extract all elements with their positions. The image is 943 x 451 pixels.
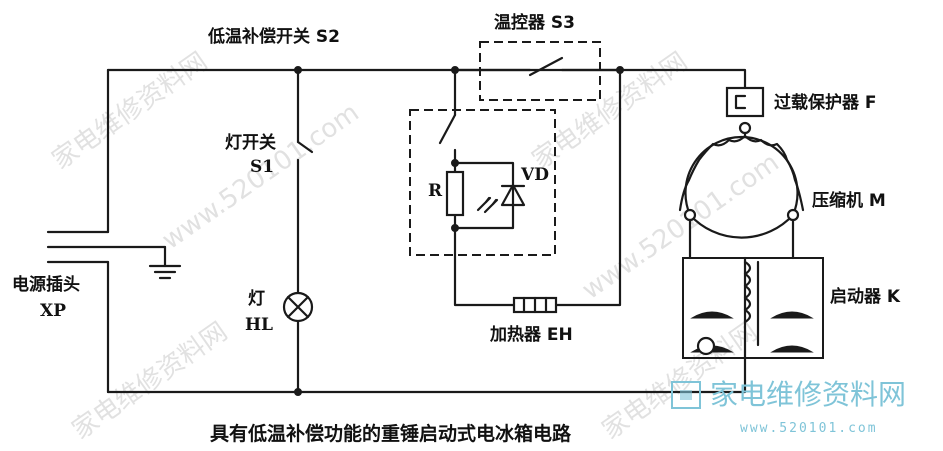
label-s3: 温控器 S3: [494, 12, 575, 33]
s2-enclosure: [409, 109, 556, 256]
vd-loop-wire: [453, 161, 515, 230]
compressor-motor-icon: [678, 134, 805, 239]
junction-dot: [294, 388, 302, 396]
photodiode-icon: [476, 183, 526, 214]
junction-dots: [294, 66, 624, 396]
logo-mark-icon: [671, 381, 701, 409]
label-m: 压缩机 M: [812, 190, 886, 211]
junction-dot: [616, 66, 624, 74]
starter-icon: [682, 257, 824, 359]
label-lamp: 灯: [248, 289, 265, 309]
label-plug-id: XP: [40, 301, 66, 321]
resistor-icon: [445, 170, 465, 217]
label-r: R: [428, 181, 443, 201]
overload-protector-icon: [725, 86, 765, 135]
lamp-icon: [282, 291, 314, 323]
label-lamp-id: HL: [245, 315, 273, 335]
watermark-url: www.520101.com: [577, 148, 785, 306]
s2-switch-blade: [438, 113, 457, 145]
label-vd: VD: [520, 165, 549, 185]
site-logo: 家电维修资料网 www.520101.com: [671, 378, 906, 436]
watermark-text: 家电维修资料网: [527, 47, 693, 176]
junction-dot: [451, 224, 459, 232]
logo-title: 家电维修资料网: [710, 378, 906, 411]
labels: 低温补偿开关 S2 温控器 S3 过载保护器 F 灯开关 S1 R VD 压缩机…: [12, 12, 901, 345]
junction-dot: [294, 66, 302, 74]
logo-url: www.520101.com: [740, 421, 878, 436]
label-k: 启动器 K: [830, 286, 901, 307]
junction-dot: [451, 66, 459, 74]
diagram-caption: 具有低温补偿功能的重锤启动式电冰箱电路: [210, 422, 572, 445]
label-lamp-switch: 灯开关: [225, 132, 276, 153]
label-eh: 加热器 EH: [489, 324, 573, 345]
s3-enclosure: [479, 41, 601, 101]
watermark-text: 家电维修资料网: [67, 317, 233, 446]
heater-icon: [512, 296, 558, 314]
label-s2: 低温补偿开关 S2: [207, 26, 340, 47]
label-plug: 电源插头: [12, 274, 80, 295]
lamp-switch-blade: [296, 140, 314, 154]
watermark-text: 家电维修资料网: [47, 47, 213, 176]
s3-switch-blade: [528, 56, 564, 77]
label-f: 过载保护器 F: [774, 92, 877, 113]
junction-dot: [451, 159, 459, 167]
heater-right-wire: [554, 68, 622, 307]
ground-symbol: [148, 264, 182, 280]
heater-left-wire: [453, 226, 516, 307]
bottom-rail-wire: [106, 350, 747, 394]
label-lamp-switch-id: S1: [250, 157, 274, 177]
